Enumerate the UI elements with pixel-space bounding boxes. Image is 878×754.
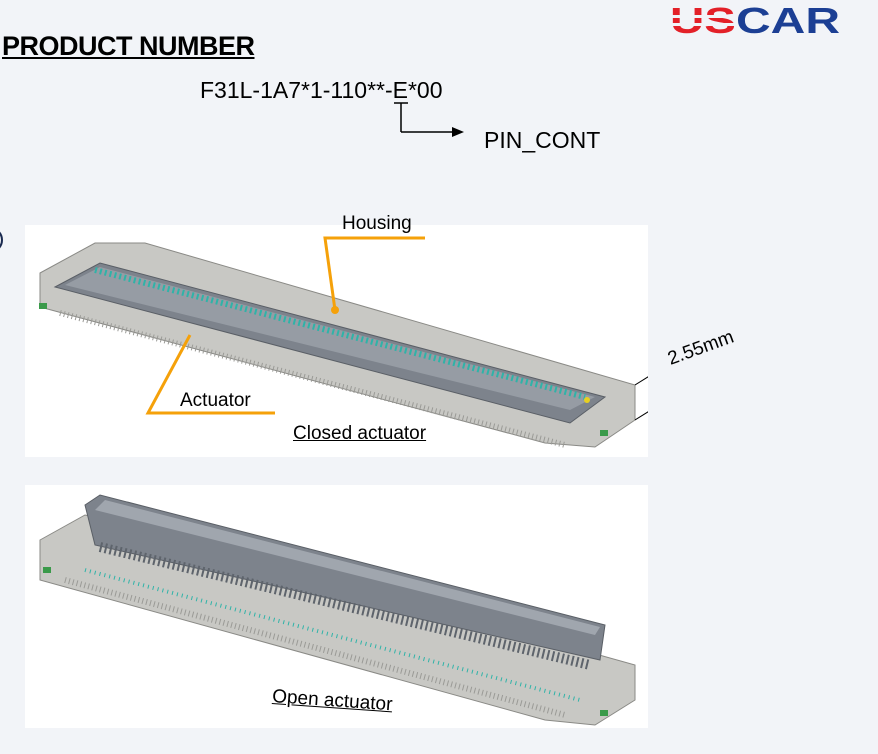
connector-open-drawing <box>39 494 636 726</box>
pin-arrow-icon <box>394 102 464 137</box>
page-title: PRODUCT NUMBER <box>2 31 255 61</box>
product-number: F31L-1A7*1-110**-E*00 <box>200 77 443 103</box>
closed-actuator-caption: Closed actuator <box>293 423 427 444</box>
svg-text:US: US <box>670 4 736 36</box>
height-dimension: 2.55mm <box>665 326 737 370</box>
actuator-label: Actuator <box>180 390 251 411</box>
uscar-logo: US CAR <box>670 0 840 41</box>
svg-text:CAR: CAR <box>736 4 840 36</box>
open-actuator-figure <box>25 485 648 728</box>
housing-label: Housing <box>342 213 412 234</box>
circle-fragment <box>0 231 3 249</box>
closed-actuator-figure <box>25 225 676 457</box>
pin-cont-label: PIN_CONT <box>484 127 601 153</box>
connector-closed-drawing <box>39 236 676 448</box>
